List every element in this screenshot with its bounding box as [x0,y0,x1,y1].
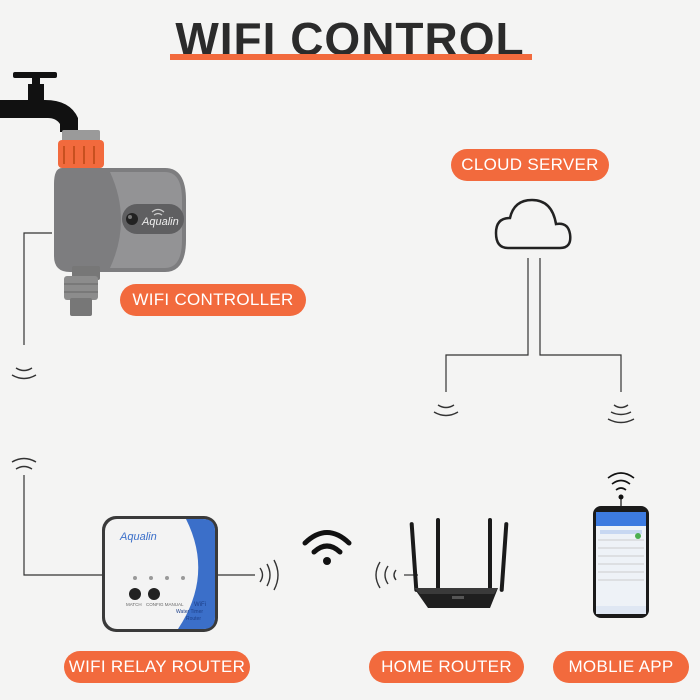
home-router-device [409,518,509,608]
faucet-icon [0,72,78,132]
title-underline [170,54,532,60]
cloud-icon [494,198,572,250]
relay-product-sub2: Router [186,616,201,622]
relay-brand: Aqualin [119,531,157,543]
home-router-label: HOME ROUTER [369,651,524,683]
signal-icon-relay-top [11,457,37,470]
connector-lines [23,232,622,576]
phone-wifi-icon [607,472,635,491]
controller-brand: Aqualin [141,216,179,228]
signal-icon-cloud-right [607,404,635,424]
phone-device [593,506,649,618]
mobile-app-label: MOBLIE APP [553,651,689,683]
wifi-icon [302,530,352,555]
relay-button-left-label: MATCH [126,602,142,607]
controller-wifi-icon [151,208,165,216]
cloud-server-label: CLOUD SERVER [451,149,609,181]
signal-icon-controller [11,367,37,380]
signal-icon-router-left [375,561,397,589]
relay-button-right-label: CONFIG MANUAL [146,602,184,607]
signal-icon-relay-right [259,559,279,591]
wifi-controller-device [54,130,186,316]
wifi-controller-label: WIFI CONTROLLER [120,284,306,316]
relay-product-sub: Water Timer [176,609,203,615]
signal-icon-cloud-left [433,404,459,417]
relay-product-name: WiFi [194,602,206,608]
wifi-relay-router-label: WIFI RELAY ROUTER [64,651,250,683]
relay-router-device [102,516,218,632]
